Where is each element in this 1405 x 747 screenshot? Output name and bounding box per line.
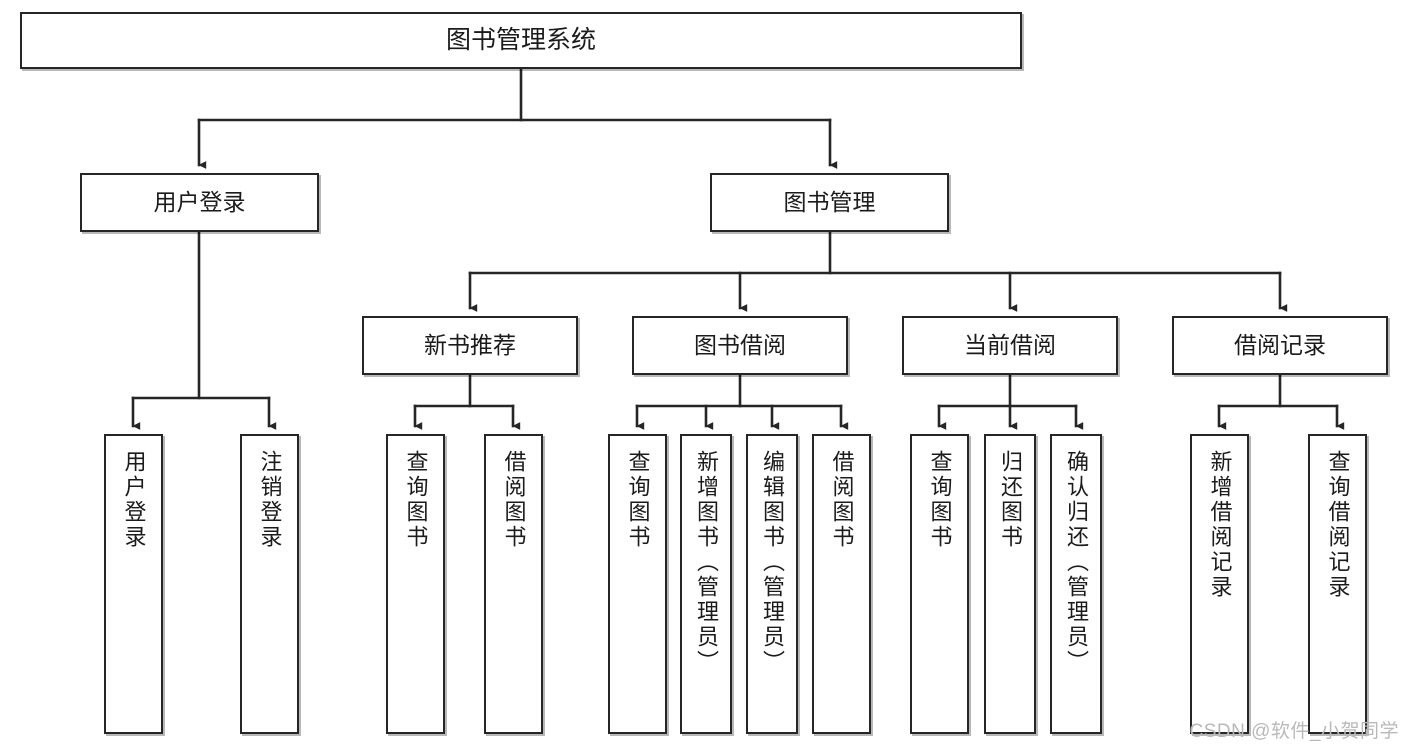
node-current-borrow[interactable]: 当前借阅 bbox=[902, 316, 1118, 375]
node-leaf-add-record-label: 新增借阅记录 bbox=[1207, 450, 1233, 600]
node-leaf-user-login-label: 用户登录 bbox=[121, 450, 147, 550]
node-leaf-add-book-label: 新增图书（管理员） bbox=[694, 450, 719, 675]
node-book-manage-label: 图书管理 bbox=[783, 189, 876, 216]
node-leaf-query-book-2-label: 查询图书 bbox=[625, 450, 651, 550]
node-book-borrow[interactable]: 图书借阅 bbox=[632, 316, 848, 375]
node-leaf-query-book-3[interactable]: 查询图书 bbox=[910, 434, 969, 734]
node-leaf-borrow-book-1[interactable]: 借阅图书 bbox=[484, 434, 543, 734]
node-leaf-query-book-2[interactable]: 查询图书 bbox=[608, 434, 667, 734]
node-leaf-borrow-book-2[interactable]: 借阅图书 bbox=[812, 434, 871, 734]
node-leaf-return-book[interactable]: 归还图书 bbox=[984, 434, 1036, 734]
node-leaf-logout[interactable]: 注销登录 bbox=[240, 434, 299, 734]
node-borrow-record-label: 借阅记录 bbox=[1234, 332, 1326, 359]
node-user-login-label: 用户登录 bbox=[153, 189, 246, 216]
node-leaf-query-book-1[interactable]: 查询图书 bbox=[386, 434, 445, 734]
node-leaf-query-record-label: 查询借阅记录 bbox=[1325, 450, 1351, 600]
node-new-book-recommend[interactable]: 新书推荐 bbox=[362, 316, 578, 375]
node-leaf-borrow-book-2-label: 借阅图书 bbox=[829, 450, 855, 550]
node-user-login[interactable]: 用户登录 bbox=[80, 173, 319, 232]
watermark-text: CSDN @软件_小贺同学 bbox=[1189, 721, 1399, 742]
node-leaf-borrow-book-1-label: 借阅图书 bbox=[501, 450, 527, 550]
node-leaf-edit-book-label: 编辑图书（管理员） bbox=[760, 450, 785, 675]
node-root[interactable]: 图书管理系统 bbox=[20, 12, 1022, 69]
node-leaf-return-book-label: 归还图书 bbox=[998, 450, 1023, 550]
node-leaf-add-book[interactable]: 新增图书（管理员） bbox=[680, 434, 732, 734]
node-borrow-record[interactable]: 借阅记录 bbox=[1172, 316, 1388, 375]
node-leaf-query-book-1-label: 查询图书 bbox=[403, 450, 429, 550]
node-new-book-recommend-label: 新书推荐 bbox=[424, 332, 516, 359]
node-book-manage[interactable]: 图书管理 bbox=[710, 173, 949, 232]
node-leaf-query-record[interactable]: 查询借阅记录 bbox=[1308, 434, 1367, 734]
node-leaf-edit-book[interactable]: 编辑图书（管理员） bbox=[746, 434, 798, 734]
node-current-borrow-label: 当前借阅 bbox=[964, 332, 1056, 359]
node-book-borrow-label: 图书借阅 bbox=[694, 332, 786, 359]
node-leaf-logout-label: 注销登录 bbox=[257, 450, 283, 550]
node-leaf-query-book-3-label: 查询图书 bbox=[927, 450, 953, 550]
node-leaf-user-login[interactable]: 用户登录 bbox=[104, 434, 163, 734]
node-leaf-add-record[interactable]: 新增借阅记录 bbox=[1190, 434, 1249, 734]
node-root-label: 图书管理系统 bbox=[445, 26, 596, 55]
node-leaf-confirm-return[interactable]: 确认归还（管理员） bbox=[1050, 434, 1102, 734]
node-leaf-confirm-return-label: 确认归还（管理员） bbox=[1064, 450, 1089, 675]
